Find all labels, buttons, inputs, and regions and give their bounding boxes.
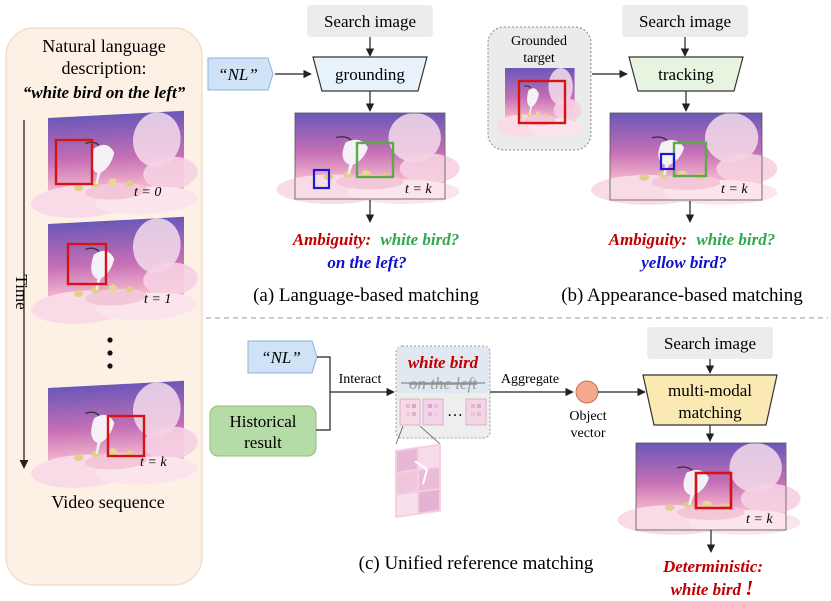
- deterministic-result: white bird !: [671, 576, 754, 600]
- token-ellipsis: …: [447, 403, 463, 420]
- historical-result-line-2: result: [244, 433, 282, 452]
- tracking-module: [628, 56, 744, 92]
- tracking-module-label: tracking: [658, 65, 714, 84]
- zoom-line-right: [419, 425, 441, 445]
- result-frame-a: t = k: [275, 112, 461, 205]
- grounded-target-line-2: target: [523, 51, 555, 66]
- object-vector-line-2: vector: [571, 426, 606, 441]
- search-image-box-a: [307, 5, 433, 37]
- video-sequence-label: Video sequence: [51, 492, 164, 512]
- green-candidate-box-a: [355, 141, 395, 179]
- frame-label-c: t = k: [746, 512, 773, 527]
- candidate-on-the-left-a: on the left?: [327, 253, 406, 272]
- nl-tag-a: [207, 57, 274, 91]
- historical-result-line-1: Historical: [229, 412, 296, 431]
- object-vector-circle: [575, 380, 599, 404]
- caption-c: (c) Unified reference matching: [359, 553, 594, 574]
- ambiguity-line-b: Ambiguity: white bird?: [608, 230, 776, 249]
- search-image-box-b: [622, 5, 748, 37]
- search-image-label-b: Search image: [639, 12, 731, 31]
- candidate-yellow-bird-b: yellow bird?: [639, 253, 726, 272]
- ambiguity-line-a: Ambiguity: white bird?: [292, 230, 460, 249]
- candidate-white-bird-b: white bird?: [696, 230, 775, 249]
- ambiguity-word-b: Ambiguity:: [608, 230, 687, 249]
- interact-label: Interact: [339, 372, 382, 387]
- target-box-frame-1: [66, 242, 108, 286]
- candidate-white-bird-a: white bird?: [380, 230, 459, 249]
- grounding-module: [312, 56, 428, 92]
- target-box-frame-0: [54, 138, 94, 186]
- reference-text-white-bird: white bird: [408, 353, 479, 372]
- nl-tag-c: [247, 340, 318, 374]
- nl-tag-c-label: “NL”: [261, 348, 301, 367]
- search-image-label-a: Search image: [324, 12, 416, 31]
- zoom-line-left: [395, 425, 404, 445]
- panel-b: Grounded target Search image tracking t …: [487, 5, 803, 306]
- video-frame-k: t = k: [30, 379, 199, 492]
- description-line-1: Natural language: [42, 36, 165, 56]
- video-frame-1: t = 1: [30, 215, 199, 328]
- frame-label-b: t = k: [721, 182, 748, 197]
- panel-c: “NL” Historical result Interact white bi…: [209, 327, 802, 600]
- frame-label-k: t = k: [140, 455, 167, 470]
- grounded-target-red-box: [517, 79, 567, 125]
- frame-label-1: t = 1: [144, 292, 171, 307]
- deterministic-result-text: white bird: [671, 580, 742, 599]
- description-quote: “white bird on the left”: [23, 83, 186, 102]
- deterministic-label: Deterministic:: [662, 557, 763, 576]
- caption-a: (a) Language-based matching: [253, 285, 479, 306]
- search-image-box-c: [647, 327, 773, 359]
- object-vector-line-1: Object: [569, 409, 606, 424]
- blue-candidate-box-a: [312, 168, 331, 190]
- grounded-target-image: [495, 67, 583, 138]
- result-frame-c: t = k: [616, 442, 802, 536]
- frames-ellipsis: [107, 337, 113, 369]
- multi-modal-matching-line-1: multi-modal: [668, 381, 752, 400]
- time-axis-label: Time: [12, 274, 31, 309]
- multi-modal-matching-line-2: matching: [678, 403, 742, 422]
- red-target-box-c: [694, 471, 733, 510]
- nl-tag-a-label: “NL”: [218, 65, 258, 84]
- multi-modal-matching-module: [642, 374, 778, 426]
- video-frame-0: t = 0: [30, 109, 199, 222]
- frame-label-a: t = k: [405, 182, 432, 197]
- blue-candidate-box-b: [659, 152, 676, 171]
- deterministic-result-mark: !: [745, 576, 753, 600]
- search-image-label-c: Search image: [664, 334, 756, 353]
- aggregate-label: Aggregate: [501, 372, 559, 387]
- historical-result-box: [209, 405, 317, 457]
- visual-token-grid: …: [399, 398, 487, 426]
- panel-a: Search image “NL” grounding t = k Ambigu…: [207, 5, 479, 306]
- zoomed-token-patch: [395, 443, 441, 518]
- reference-text-band: [397, 347, 489, 393]
- description-line-2: description:: [62, 58, 147, 78]
- grounding-module-label: grounding: [335, 65, 405, 84]
- connector-nl: [317, 356, 331, 392]
- target-box-frame-k: [106, 414, 146, 458]
- frame-label-0: t = 0: [134, 185, 161, 200]
- result-frame-b: t = k: [590, 112, 779, 206]
- connector-historical: [316, 392, 331, 431]
- caption-b: (b) Appearance-based matching: [561, 285, 803, 306]
- left-panel: Natural language description: “white bir…: [5, 27, 203, 586]
- grounded-target-line-1: Grounded: [511, 34, 567, 49]
- ambiguity-word-a: Ambiguity:: [292, 230, 371, 249]
